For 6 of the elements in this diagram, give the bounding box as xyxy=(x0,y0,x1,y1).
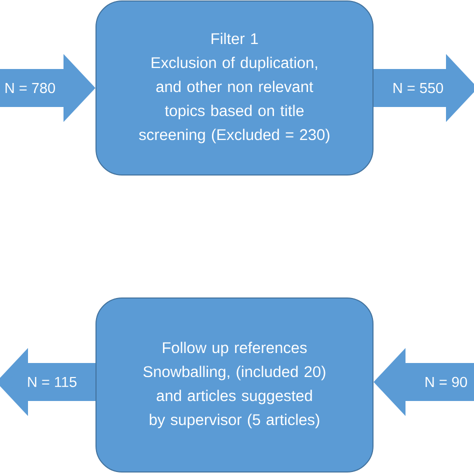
edge-label: N = 115 xyxy=(28,376,76,388)
edge-label: N = 90 xyxy=(426,376,467,388)
process-box: Follow up references Snowballing, (included 20) and articles suggested by supervisor (5 articles) xyxy=(96,298,374,472)
edge-label: N = 550 xyxy=(394,82,444,94)
edge-label: N = 780 xyxy=(6,82,55,94)
process-box: Filter 1 Exclusion of duplication, and other non relevant topics based on title screening (Excluded = 230) xyxy=(96,0,374,176)
